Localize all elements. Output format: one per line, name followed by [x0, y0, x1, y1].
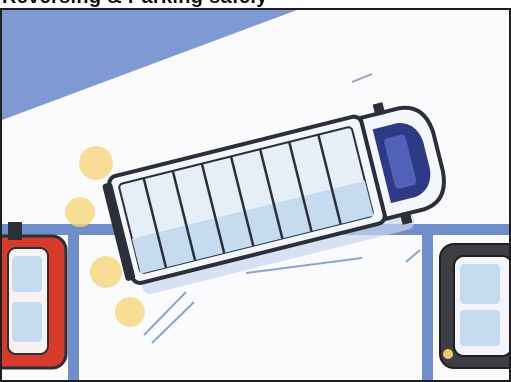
bay-divider-right [422, 224, 433, 380]
road-band [2, 10, 297, 120]
parking-scene-svg [2, 10, 509, 380]
parking-illustration [0, 8, 511, 382]
header-bar: Reversing & Parking safely [0, 0, 511, 8]
bay-divider-left [68, 224, 79, 380]
page-title: Reversing & Parking safely [2, 0, 268, 8]
grey-car [440, 244, 509, 368]
reversing-van [99, 92, 455, 299]
red-car [2, 222, 66, 368]
